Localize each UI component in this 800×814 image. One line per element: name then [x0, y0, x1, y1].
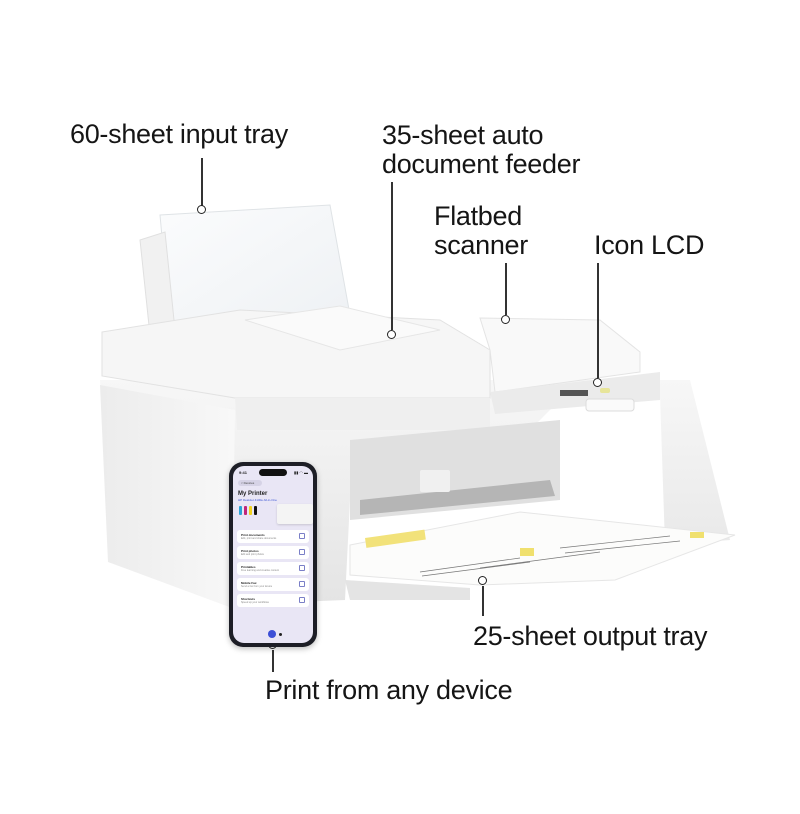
callout-dot-input-tray	[197, 205, 206, 214]
callout-dot-adf	[387, 330, 396, 339]
output-tray	[345, 580, 470, 600]
app-subtitle: HP DeskJet 4100e All-in-One	[238, 498, 277, 502]
label-flatbed-scanner: Flatbed scanner	[434, 201, 528, 260]
hp-deskjet-badge	[585, 398, 635, 412]
label-icon-lcd: Icon LCD	[594, 230, 705, 260]
photo-icon	[299, 549, 305, 555]
ink-black	[254, 506, 257, 515]
ink-magenta	[244, 506, 247, 515]
label-print-from-any-device: Print from any device	[265, 675, 513, 705]
callout-line-adf	[391, 182, 393, 330]
callout-line-mobile	[272, 650, 274, 672]
dynamic-island	[259, 469, 287, 476]
shortcuts-icon	[299, 597, 305, 603]
menu-item-print-photos[interactable]: Print photos Edit and print photos	[237, 546, 309, 559]
status-icons: ▮▮ ◠ ▬	[293, 470, 308, 475]
callout-line-input-tray	[201, 158, 203, 206]
lcd-display	[560, 390, 588, 396]
scanner-lid	[479, 317, 641, 393]
input-tray-paper	[159, 204, 351, 326]
callout-dot-output-tray	[478, 576, 487, 585]
label-output-tray: 25-sheet output tray	[473, 621, 708, 651]
adf-tray	[244, 305, 441, 351]
menu-item-mobile-fax[interactable]: Mobile Fax Send a fax from your device	[237, 578, 309, 591]
document-icon	[299, 533, 305, 539]
phone-screen: 9:41 ▮▮ ◠ ▬ < Devices My Printer HP Desk…	[233, 466, 313, 643]
printables-icon	[299, 565, 305, 571]
callout-line-lcd	[597, 263, 599, 378]
home-tab-icon[interactable]	[268, 630, 276, 638]
callout-dot-scanner	[501, 315, 510, 324]
menu-item-printables[interactable]: Printables Free learning and creative co…	[237, 562, 309, 575]
ink-levels	[239, 506, 257, 515]
callout-dot-lcd	[593, 378, 602, 387]
ink-cyan	[239, 506, 242, 515]
label-input-tray: 60-sheet input tray	[70, 119, 288, 149]
status-time: 9:41	[239, 470, 248, 475]
menu-item-print-documents[interactable]: Print documents Edit, print and share do…	[237, 530, 309, 543]
printer-thumbnail	[277, 504, 313, 524]
label-adf: 35-sheet auto document feeder	[382, 120, 581, 179]
ink-yellow	[249, 506, 252, 515]
menu-item-shortcuts[interactable]: Shortcuts Speed up your workflows	[237, 594, 309, 607]
secondary-tab-icon[interactable]	[279, 632, 282, 636]
fax-icon	[299, 581, 305, 587]
callout-line-scanner	[505, 263, 507, 315]
app-menu: Print documents Edit, print and share do…	[237, 530, 309, 607]
back-button[interactable]: < Devices	[238, 480, 262, 486]
printed-page	[349, 511, 736, 586]
app-title: My Printer	[238, 491, 268, 497]
smartphone: 9:41 ▮▮ ◠ ▬ < Devices My Printer HP Desk…	[229, 462, 317, 647]
bottom-dock	[268, 630, 282, 638]
callout-line-output-tray	[482, 586, 484, 616]
